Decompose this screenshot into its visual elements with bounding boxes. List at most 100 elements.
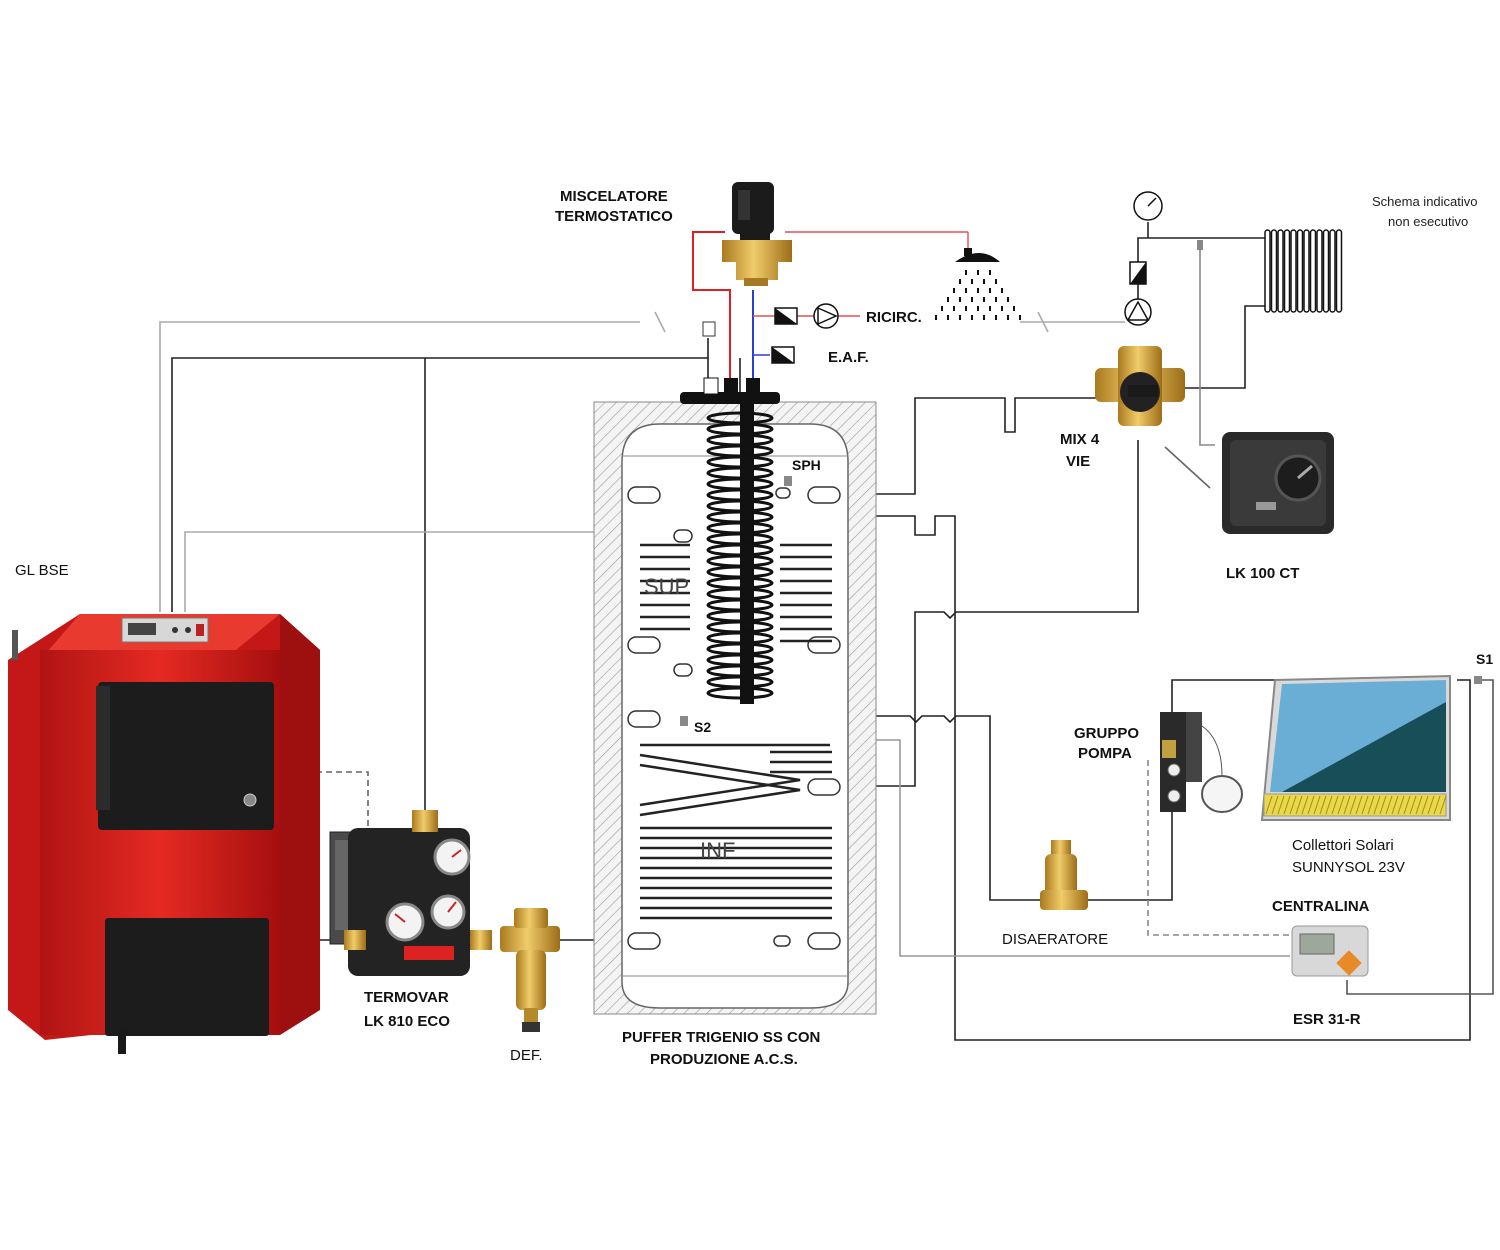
water-drop [977,270,979,275]
water-drop [941,306,943,311]
water-drop [965,288,967,293]
boiler-lower-door [105,918,269,1036]
water-drop [947,315,949,320]
collector-hatch-line [1409,795,1417,815]
controller-title-label: CENTRALINA [1272,898,1370,915]
collector-hatch-line [1427,795,1435,815]
mix4-label-1: MIX 4 [1060,431,1100,448]
sensor-s1-label: S1 [1476,651,1493,667]
sensor-s2-label: S2 [694,719,711,735]
radiator-fin [1264,229,1271,313]
mixer-label-1: MISCELATORE [560,188,668,205]
collector-hatch-line [1289,795,1297,815]
radiator-circuit-components [1124,191,1203,326]
connection-pipes [159,222,1494,1041]
collectors-label-2: SUNNYSOL 23V [1292,859,1405,876]
water-drop [977,306,979,311]
pipe-radiator-supply [1137,237,1265,310]
collector-hatch-line [1379,795,1387,815]
actuator-lk100ct: LK 100 CT [1222,432,1334,582]
collector-hatch-line [1421,795,1429,815]
pipe-mix4-to-tank [836,397,1100,495]
collector-hatch-line [1433,795,1441,815]
collectors-label-1: Collettori Solari [1292,837,1394,854]
collector-hatch-line [1325,795,1333,815]
spiral-turn [706,686,774,700]
radiator-fin [1335,229,1343,313]
water-drop [953,288,955,293]
water-drop [995,297,997,302]
collector-hatch-line [1313,795,1321,815]
collector-hatch-line [1361,795,1369,815]
tank-ports [627,486,841,950]
pipe-boiler-termovar-dashed [286,771,369,835]
radiator-fin [1290,229,1297,313]
collector-hatch-line [1349,795,1357,815]
water-drop [989,270,991,275]
dhw-spiral-coil [706,404,774,704]
puffer-label-1: PUFFER TRIGENIO SS CON [622,1029,820,1046]
pipe-mix4-return [836,440,1139,787]
termovar-label-1: TERMOVAR [364,989,449,1006]
water-drop [965,306,967,311]
collector-hatch-line [1319,795,1327,815]
controller-model-label: ESR 31-R [1293,1011,1361,1028]
lower-coil [639,743,832,920]
pipe-controller-pump-dashed [1147,760,1292,936]
solar-controller: CENTRALINA ESR 31-R [1272,898,1370,1028]
collector-hatch-line [1301,795,1309,815]
water-drop [935,315,937,320]
collector-hatch-line [1283,795,1291,815]
collector-hatch-line [1403,795,1411,815]
collector-hatch-line [1295,795,1303,815]
recirc-components: RICIRC. E.A.F. [771,303,922,366]
dhw-pipes [692,231,969,382]
boiler-upper-door [98,682,274,830]
note-line-2: non esecutivo [1388,214,1468,229]
water-drop [965,270,967,275]
pipe-controller-s1 [1346,679,1494,995]
actuator-label: LK 100 CT [1226,565,1299,582]
water-drop [1007,315,1009,320]
expansion-vessel-icon [1201,775,1243,813]
collector-hatch-line [1391,795,1399,815]
hot-water-pipe [692,231,731,382]
boiler: GL BSE [8,562,320,1054]
water-drop [1001,288,1003,293]
water-drop [947,297,949,302]
collector-hatch-line [1337,795,1345,815]
pump-group-label-1: GRUPPO [1074,725,1139,742]
mix4-valve: MIX 4 VIE [1060,346,1185,470]
pump-group: GRUPPO POMPA [1074,712,1243,813]
recirc-label: RICIRC. [866,309,922,326]
defangator-label: DEF. [510,1047,543,1064]
radiator-fin [1283,229,1291,313]
radiator-fin [1303,229,1310,313]
radiator-icon [1264,229,1343,313]
collector-hatch-line [1373,795,1381,815]
water-drop [959,279,961,284]
water-drop [1001,306,1003,311]
water-drop [995,315,997,320]
defangator: DEF. [500,908,560,1064]
water-drop [995,279,997,284]
collector-hatch-line [1307,795,1315,815]
water-drop [989,306,991,311]
sensor-sph-label: SPH [792,457,821,473]
collector-hatch-line [1271,795,1279,815]
zone-inf-label: INF [700,838,735,863]
collector-hatch-line [1331,795,1339,815]
radiator-fin [1270,229,1278,313]
water-drop [983,297,985,302]
collector-hatch-line [1439,795,1447,815]
termovar-label-2: LK 810 ECO [364,1013,450,1030]
water-drop [1013,306,1015,311]
pipe-boiler-to-termovar-top [171,338,709,612]
deaerator: DISAERATORE [1002,840,1108,948]
collector-hatch-line [1367,795,1375,815]
shower-head-icon [935,248,1021,320]
radiator-fin [1316,229,1323,313]
radiator-fin [1277,229,1284,313]
collector-hatch-line [1397,795,1405,815]
